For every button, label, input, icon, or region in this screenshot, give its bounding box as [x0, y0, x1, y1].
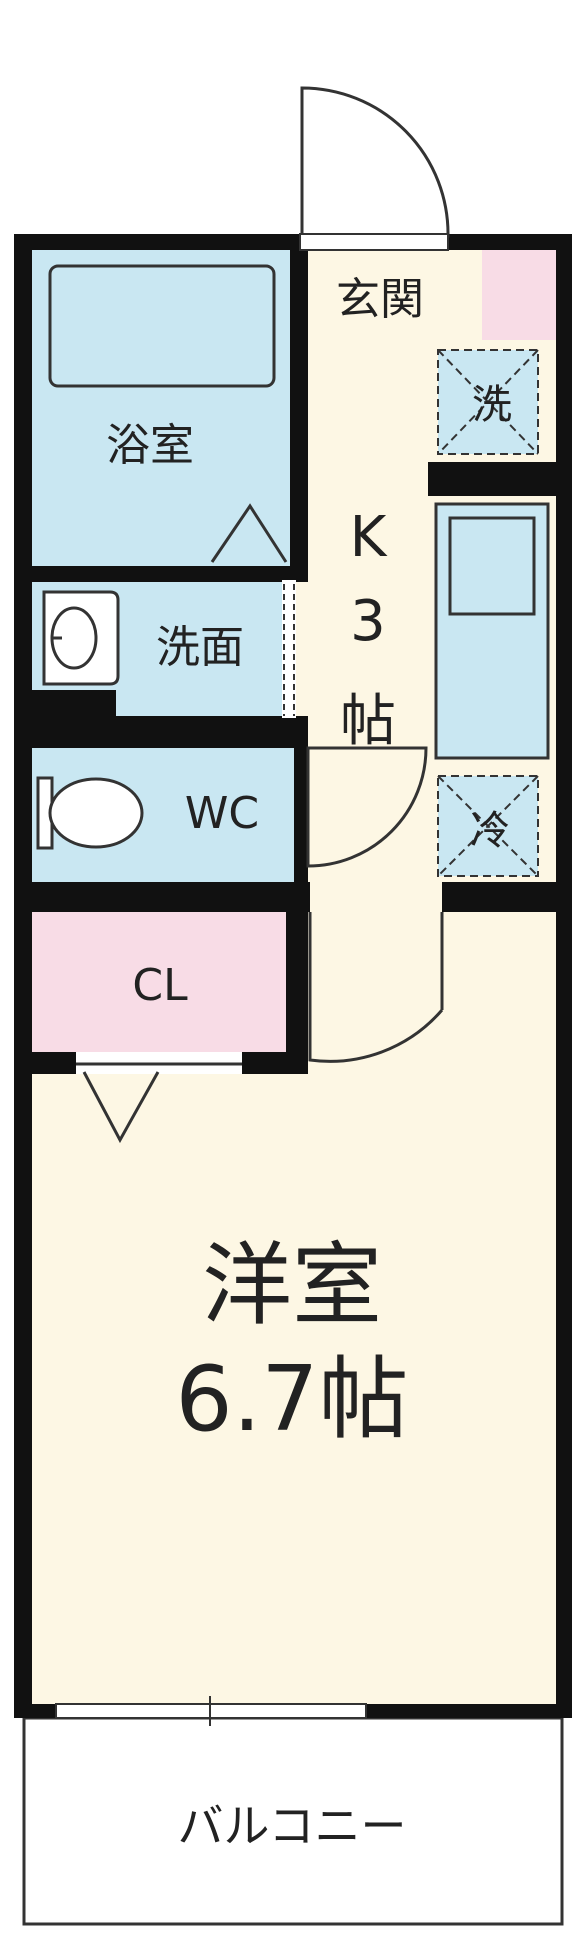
entrance-pink-panel	[482, 250, 556, 340]
fridge-diag-2	[437, 775, 539, 877]
wc-door	[306, 746, 428, 868]
kitchen-sink	[448, 516, 536, 616]
balcony-label: バルコニー	[177, 1799, 406, 1853]
wall-closet-right	[286, 912, 308, 1074]
wall-vertical-lower	[294, 740, 308, 912]
toilet-label: WC	[185, 788, 259, 839]
bath-label: 浴室	[106, 420, 194, 471]
balcony	[22, 1716, 564, 1926]
room-door	[308, 912, 444, 1063]
fridge-label: 冷	[470, 808, 510, 854]
room-door-opening	[310, 882, 442, 912]
bathtub	[48, 264, 276, 388]
kitchen-unit-label: 帖	[340, 689, 396, 754]
wall-wash-stub	[32, 690, 116, 716]
entrance-label: 玄関	[336, 274, 424, 325]
western-room-name-label: 洋室	[202, 1233, 382, 1338]
kitchen-name-label: K	[350, 505, 388, 570]
entrance-door	[300, 86, 450, 238]
washing-machine-label: 洗	[472, 382, 512, 428]
balcony-area	[22, 1716, 564, 1926]
kitchen-size-label: 3	[350, 589, 386, 654]
entrance-floor	[308, 250, 480, 340]
kitchen-opening	[296, 582, 308, 716]
wall-vertical-left	[290, 250, 308, 566]
toilet-bowl	[48, 777, 144, 849]
wall-bath-wash	[32, 566, 294, 582]
wm-diag-2	[437, 349, 539, 455]
wall-wash-toilet	[32, 716, 296, 748]
washroom-label: 洗面	[156, 622, 244, 673]
closet-label: CL	[132, 960, 188, 1011]
closet-door-triangle	[82, 1071, 160, 1144]
wash-door-opening	[282, 580, 296, 718]
wall-counter-block	[428, 462, 556, 496]
western-room-size-label: 6.7帖	[175, 1347, 408, 1452]
closet-floor	[32, 912, 286, 1052]
wall-wc-closet	[32, 882, 308, 912]
entrance-step	[299, 233, 449, 251]
bath-door-triangle	[210, 503, 288, 563]
